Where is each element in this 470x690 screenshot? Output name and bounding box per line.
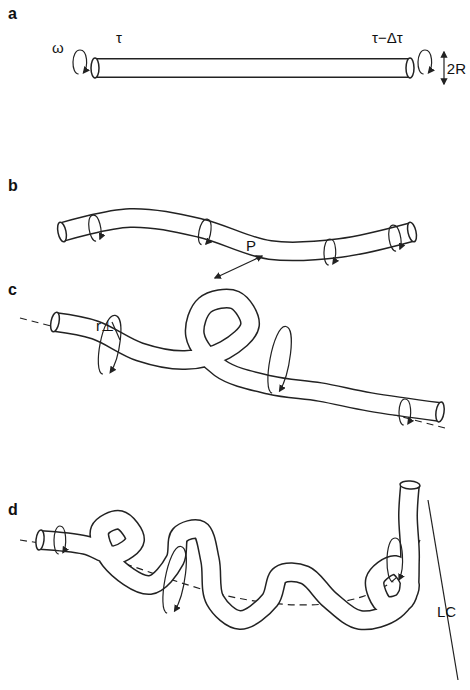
twist-arrow [54,526,66,554]
panel-letter: d [8,502,18,518]
helix-rotation-arrow [95,314,125,376]
straight-rod [91,58,414,78]
symbol-label: τ [116,30,122,45]
torque-arrow [73,50,87,74]
helix-rotation-arrow [387,538,403,582]
symbol-label: ω [52,40,64,55]
panel-letter: b [8,178,18,194]
bent-rod [56,218,418,252]
twist-arrow [87,214,103,242]
symbol-label: r⊥ [96,318,114,333]
twist-arrow [387,224,403,252]
panel-letter: c [8,282,17,298]
coiled-rod [35,480,420,620]
symbol-label: τ−Δτ [372,30,403,45]
contour-length-dimension [428,500,458,680]
helix-rotation-arrow [264,325,295,395]
symbol-label: LC [437,604,456,619]
writhing-rod [49,298,445,422]
twist-arrow [399,399,411,425]
twist-arrow [324,239,336,265]
panel-letter: a [8,6,17,22]
symbol-label: 2R [447,61,466,76]
pitch-dimension [215,256,262,278]
helix-rotation-arrow [159,545,190,615]
radius-dimension [443,52,444,84]
twist-arrow [197,218,213,246]
symbol-label: P [246,238,256,253]
torque-arrow [418,50,432,74]
